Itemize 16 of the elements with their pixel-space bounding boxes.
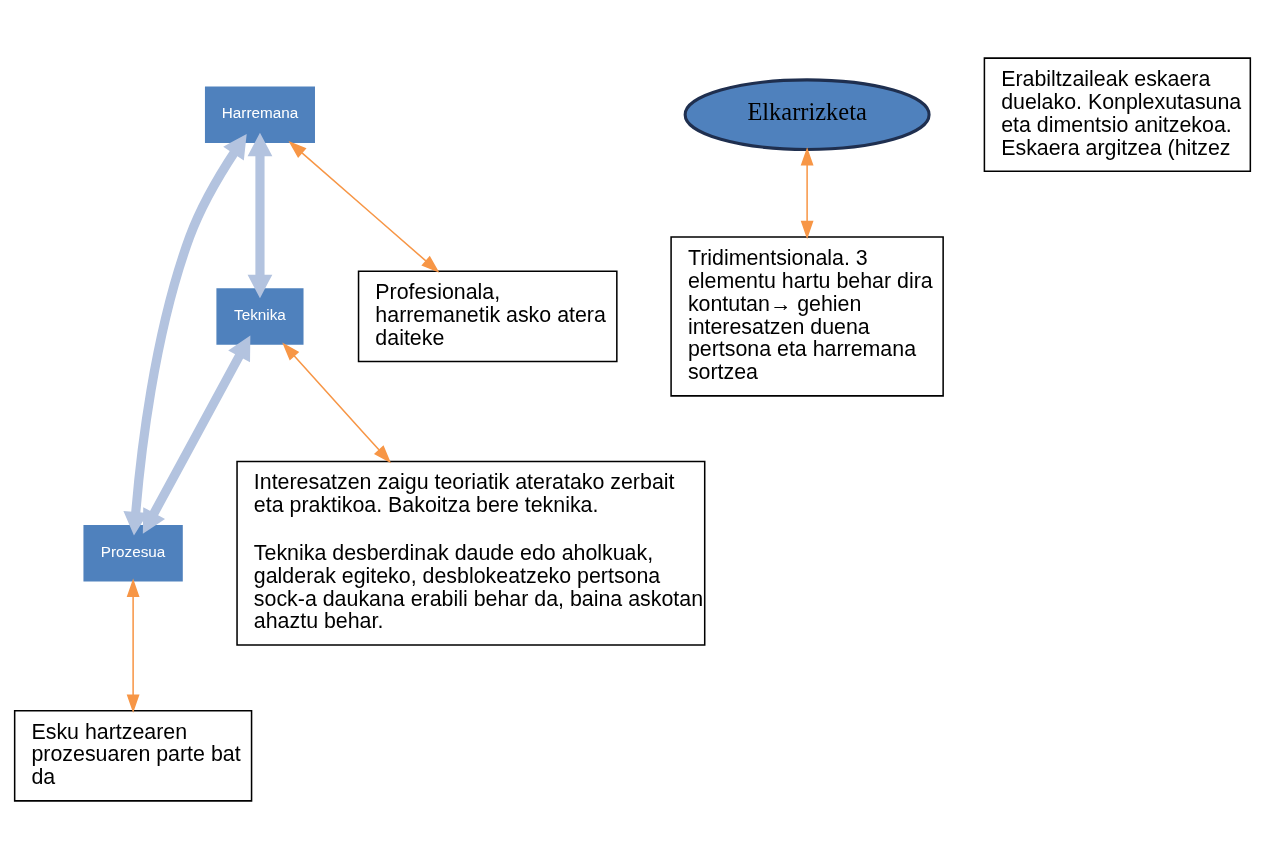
node-box: Tridimentsionala. 3 elementu hartu behar dira kontutan→ gehien interesatzen duena pertsona eta harremana sortzea bbox=[670, 236, 944, 397]
arrow bbox=[800, 147, 814, 240]
node-box: Profesionala, harremanetik asko atera daiteke bbox=[357, 270, 618, 363]
node-box: Prozesua bbox=[83, 525, 183, 582]
node-box: Erabiltzaileak eskaera duelako. Konplexutasuna eta dimentsio anitzekoa. Eskaera argitzea (hitzez bbox=[983, 57, 1252, 172]
arrow bbox=[142, 335, 251, 534]
arrow bbox=[126, 578, 140, 713]
arrow bbox=[247, 132, 273, 299]
node-ellipse: Elkarrizketa bbox=[683, 78, 931, 151]
arrow bbox=[282, 342, 392, 464]
node-box: Interesatzen zaigu teoriatik ateratako zerbait eta praktikoa. Bakoitza bere teknika. Teknika desberdinak daude edo aholkuak, galderak egiteko, desblokeatzeko pertsona sock-a daukana erabili behar da, baina askotan ahaztu behar. bbox=[236, 460, 706, 646]
arrow bbox=[123, 134, 247, 536]
arrow bbox=[288, 141, 440, 273]
node-box: Harremana bbox=[204, 86, 315, 143]
node-box: Teknika bbox=[216, 288, 304, 345]
node-box: Esku hartzearen prozesuaren parte bat da bbox=[13, 709, 253, 802]
